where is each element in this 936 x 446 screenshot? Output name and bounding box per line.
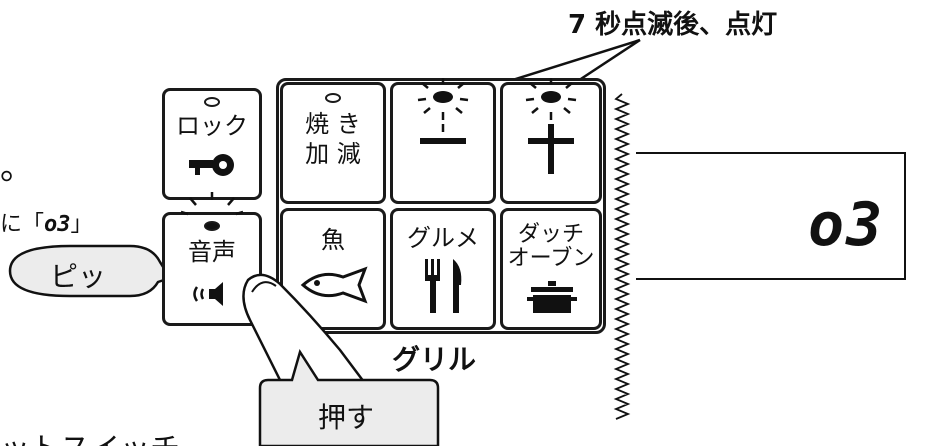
left-note: に「o3」: [0, 206, 93, 238]
lock-indicator-led: [204, 97, 220, 107]
press-label: 押す: [318, 401, 375, 434]
dutch-oven-button[interactable]: ダッチ オーブン: [500, 208, 602, 330]
pot-icon: [527, 281, 577, 313]
grill-group-label: グリル: [392, 343, 477, 376]
sound-indicator-led: [204, 221, 220, 231]
blink-note: 7 秒点滅後、点灯: [568, 10, 778, 40]
lock-button-label: ロック: [176, 112, 248, 140]
lock-button[interactable]: ロック: [162, 88, 262, 200]
display-right-border: [904, 152, 906, 280]
dutch-oven-label-line2: オーブン: [507, 246, 595, 271]
minus-sign-icon: [420, 138, 466, 144]
key-icon: [189, 154, 234, 176]
display-top-line: [636, 152, 906, 154]
left-note-code: o3: [44, 212, 71, 237]
left-note-text: に「: [0, 212, 45, 237]
gourmet-button[interactable]: グルメ: [390, 208, 496, 330]
plus-button[interactable]: [500, 82, 602, 204]
speaker-icon: [193, 282, 223, 306]
gourmet-button-label: グルメ: [407, 224, 479, 252]
display-readout: o3: [808, 190, 885, 260]
period-fragment: 。: [0, 148, 34, 188]
beep-bubble-text: ピッ: [50, 260, 107, 293]
dutch-oven-label-line1: ダッチ: [517, 222, 584, 247]
grill-adjust-label-line1: 焼 き: [305, 110, 361, 138]
left-note-close: 」: [70, 212, 93, 237]
bottom-fragment: ットスイッチ: [0, 424, 180, 446]
grill-adjust-indicator-led: [325, 93, 341, 103]
display-bottom-line: [636, 278, 906, 280]
fish-icon: [300, 266, 368, 304]
grill-adjust-button[interactable]: 焼 き 加 減: [280, 82, 386, 204]
plus-sign-vertical: [548, 124, 554, 174]
sound-button-label: 音声: [188, 238, 236, 266]
fish-button-label: 魚: [321, 226, 345, 254]
grill-adjust-label-line2: 加 減: [305, 140, 361, 168]
fork-knife-icon: [425, 259, 462, 313]
fish-button[interactable]: 魚: [280, 208, 386, 330]
